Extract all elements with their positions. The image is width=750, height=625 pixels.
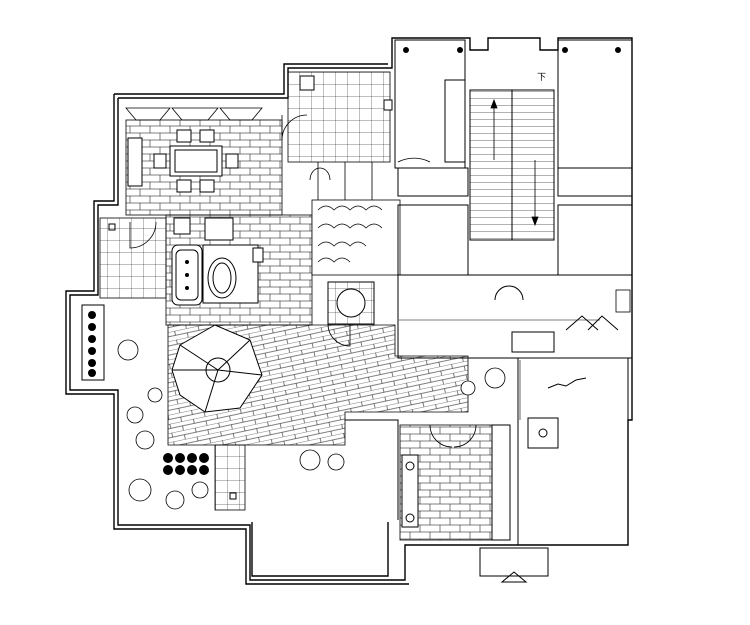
plant-icon <box>163 453 209 475</box>
wall-columns <box>403 47 621 53</box>
bathtub-icon <box>171 244 203 306</box>
sofa-icon <box>202 244 259 304</box>
courtyard <box>311 199 401 347</box>
door-swing-icon <box>281 114 308 141</box>
garden-left <box>81 304 105 381</box>
toilet-icon <box>615 289 631 313</box>
dining-room <box>125 107 283 216</box>
stair-direction-label: 下 <box>537 73 546 83</box>
kitchen <box>281 71 393 163</box>
terrace-right <box>517 357 629 546</box>
bathroom-lower <box>399 424 511 541</box>
umbrella-table-icon <box>171 324 263 413</box>
exterior-walls <box>65 37 633 585</box>
stair-core <box>394 39 633 359</box>
sideboard <box>127 137 143 187</box>
bathroom-left <box>99 217 167 299</box>
side-table <box>173 217 191 235</box>
north-arrow-icon <box>479 547 549 583</box>
living-room <box>165 214 313 326</box>
stair-arrow-icon <box>490 98 539 227</box>
patio-tiles <box>214 444 246 511</box>
dining-table-icon <box>153 129 239 193</box>
plant-stand <box>252 247 264 263</box>
armchair <box>204 217 234 241</box>
